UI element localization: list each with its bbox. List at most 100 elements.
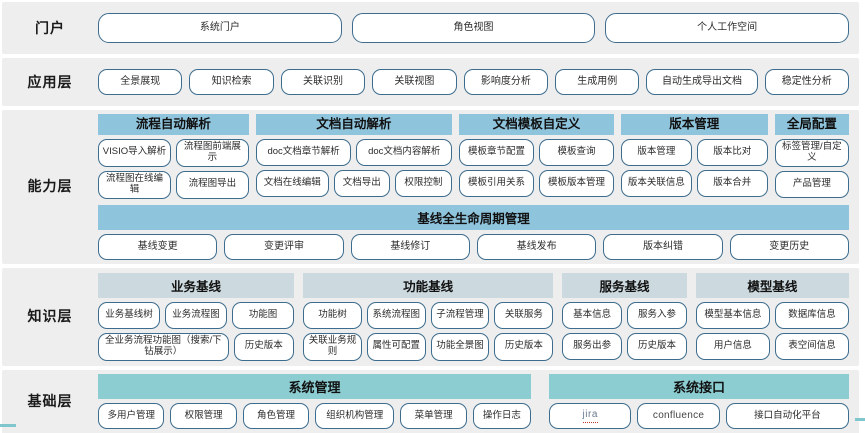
jira-label: jira xyxy=(582,409,598,423)
know-0-r1-1[interactable]: 业务流程图 xyxy=(165,301,228,329)
app-item-0[interactable]: 全景展现 xyxy=(98,69,183,95)
know-1-r2-0[interactable]: 关联业务规则 xyxy=(303,332,362,361)
know-0-r1-0[interactable]: 业务基线树 xyxy=(98,301,161,329)
capability-group-2-row1: 模板章节配置 模板查询 xyxy=(459,139,614,166)
cap-1-r2-1[interactable]: 文档导出 xyxy=(333,170,390,197)
capability-group-version: 版本管理 版本管理 版本比对 版本关联信息 版本合并 xyxy=(620,114,768,199)
lifecycle-item-3[interactable]: 基线发布 xyxy=(476,233,597,260)
cap-1-r2-2[interactable]: 权限控制 xyxy=(394,170,453,197)
capability-group-doc: 文档自动解析 doc文档章节解析 doc文档内容解析 文档在线编辑 文档导出 权… xyxy=(255,114,453,199)
know-3-r1-0[interactable]: 模型基本信息 xyxy=(695,301,770,329)
base-0-item-0[interactable]: 多用户管理 xyxy=(98,403,165,430)
cap-0-r2-1[interactable]: 流程图导出 xyxy=(175,170,249,199)
base-1-item-jira[interactable]: jira xyxy=(549,403,632,430)
base-column-system-interface: 系统接口 jira confluence 接口自动化平台 xyxy=(549,374,850,430)
capability-group-1-row2: 文档在线编辑 文档导出 权限控制 xyxy=(255,170,453,197)
know-0-r2-1[interactable]: 历史版本 xyxy=(233,332,295,361)
know-1-r1-1[interactable]: 系统流程图 xyxy=(366,301,426,329)
knowledge-group-1-row1: 功能树 系统流程图 子流程管理 关联服务 xyxy=(303,301,554,329)
knowledge-group-service: 服务基线 基本信息 服务入参 服务出参 历史版本 xyxy=(562,272,687,361)
know-2-r1-1[interactable]: 服务入参 xyxy=(627,301,687,329)
know-2-r2-0[interactable]: 服务出参 xyxy=(562,332,623,360)
cap-1-r1-0[interactable]: doc文档章节解析 xyxy=(255,139,352,166)
layer-label-capability: 能力层 xyxy=(27,178,73,195)
baseline-lifecycle-title: 基线全生命周期管理 xyxy=(98,204,849,230)
app-item-7[interactable]: 稳定性分析 xyxy=(764,69,849,95)
cap-0-r1-0[interactable]: VISIO导入解析 xyxy=(98,139,171,167)
base-0-item-5[interactable]: 操作日志 xyxy=(472,403,532,430)
base-0-item-4[interactable]: 菜单管理 xyxy=(400,403,467,430)
know-2-r1-0[interactable]: 基本信息 xyxy=(562,301,623,329)
layer-label-application: 应用层 xyxy=(27,73,73,90)
capability-group-global: 全局配置 标签管理/自定义 产品管理 xyxy=(774,114,849,199)
cap-0-r1-1[interactable]: 流程图前端展示 xyxy=(175,139,249,167)
lifecycle-item-2[interactable]: 基线修订 xyxy=(350,233,470,260)
cap-4-r1-0[interactable]: 标签管理/自定义 xyxy=(774,139,849,167)
cap-2-r1-1[interactable]: 模板查询 xyxy=(539,139,614,166)
cap-2-r2-1[interactable]: 模板版本管理 xyxy=(539,170,614,197)
base-1-item-confluence[interactable]: confluence xyxy=(637,403,720,430)
portal-item-2[interactable]: 个人工作空间 xyxy=(605,13,850,43)
base-0-item-2[interactable]: 角色管理 xyxy=(242,403,310,430)
layer-band-base: 基础层 系统管理 多用户管理 权限管理 角色管理 组织机构管理 菜单管理 操作日… xyxy=(2,369,859,433)
know-1-r1-2[interactable]: 子流程管理 xyxy=(430,301,490,329)
know-3-r2-0[interactable]: 用户信息 xyxy=(695,332,770,360)
cap-4-r2-0[interactable]: 产品管理 xyxy=(774,170,849,198)
cap-0-r2-0[interactable]: 流程图在线编辑 xyxy=(98,170,171,199)
lifecycle-item-5[interactable]: 变更历史 xyxy=(729,233,849,260)
knowledge-group-title-1: 功能基线 xyxy=(303,272,554,298)
lifecycle-item-0[interactable]: 基线变更 xyxy=(98,233,218,260)
app-item-4[interactable]: 影响度分析 xyxy=(463,69,549,95)
portal-item-0[interactable]: 系统门户 xyxy=(98,13,342,43)
cap-1-r2-0[interactable]: 文档在线编辑 xyxy=(255,170,329,197)
layer-band-application: 应用层 全景展现 知识检索 关联识别 关联视图 影响度分析 生成用例 自动生成导… xyxy=(2,58,859,106)
cap-2-r2-0[interactable]: 模板引用关系 xyxy=(459,170,535,197)
knowledge-group-3-row2: 用户信息 表空间信息 xyxy=(695,332,850,360)
app-item-2[interactable]: 关联识别 xyxy=(280,69,366,95)
know-2-r2-1[interactable]: 历史版本 xyxy=(627,332,687,360)
cap-3-r2-0[interactable]: 版本关联信息 xyxy=(620,170,692,197)
base-column-system-management: 系统管理 多用户管理 权限管理 角色管理 组织机构管理 菜单管理 操作日志 xyxy=(98,374,532,430)
app-item-5[interactable]: 生成用例 xyxy=(555,69,640,95)
edge-mark-left xyxy=(0,424,16,427)
cap-2-r1-0[interactable]: 模板章节配置 xyxy=(459,139,535,166)
app-item-6[interactable]: 自动生成导出文档 xyxy=(646,69,758,95)
know-3-r1-1[interactable]: 数据库信息 xyxy=(774,301,850,329)
layer-label-knowledge: 知识层 xyxy=(27,308,73,325)
capability-group-4-row2: 产品管理 xyxy=(774,170,849,198)
portal-item-1[interactable]: 角色视图 xyxy=(351,13,596,43)
app-item-3[interactable]: 关联视图 xyxy=(372,69,457,95)
know-1-r1-3[interactable]: 关联服务 xyxy=(494,301,554,329)
base-1-item-api-platform[interactable]: 接口自动化平台 xyxy=(725,403,850,430)
base-body: 系统管理 多用户管理 权限管理 角色管理 组织机构管理 菜单管理 操作日志 系统… xyxy=(98,374,850,430)
knowledge-group-function: 功能基线 功能树 系统流程图 子流程管理 关联服务 关联业务规则 属性可配置 功… xyxy=(303,272,554,361)
knowledge-body: 业务基线 业务基线树 业务流程图 功能图 全业务流程功能图（搜索/下钻展示） 历… xyxy=(98,272,850,361)
cap-1-r1-1[interactable]: doc文档内容解析 xyxy=(356,139,453,166)
baseline-lifecycle-row: 基线变更 变更评审 基线修订 基线发布 版本纠错 变更历史 xyxy=(98,233,849,260)
base-0-item-3[interactable]: 组织机构管理 xyxy=(315,403,395,430)
know-1-r2-1[interactable]: 属性可配置 xyxy=(366,332,426,361)
cap-3-r1-1[interactable]: 版本比对 xyxy=(696,139,768,166)
capability-groups: 流程自动解析 VISIO导入解析 流程图前端展示 流程图在线编辑 流程图导出 文… xyxy=(98,114,849,199)
know-0-r2-0[interactable]: 全业务流程功能图（搜索/下钻展示） xyxy=(98,332,229,361)
capability-group-0-row2: 流程图在线编辑 流程图导出 xyxy=(98,170,249,199)
know-1-r2-2[interactable]: 功能全景图 xyxy=(430,332,490,361)
app-item-1[interactable]: 知识检索 xyxy=(189,69,274,95)
lifecycle-item-4[interactable]: 版本纠错 xyxy=(603,233,723,260)
know-1-r1-0[interactable]: 功能树 xyxy=(303,301,362,329)
knowledge-group-0-row2: 全业务流程功能图（搜索/下钻展示） 历史版本 xyxy=(98,332,295,361)
capability-body: 流程自动解析 VISIO导入解析 流程图前端展示 流程图在线编辑 流程图导出 文… xyxy=(98,114,849,260)
capability-group-flow: 流程自动解析 VISIO导入解析 流程图前端展示 流程图在线编辑 流程图导出 xyxy=(98,114,249,199)
capability-group-4-row1: 标签管理/自定义 xyxy=(774,139,849,167)
lifecycle-item-1[interactable]: 变更评审 xyxy=(224,233,344,260)
confluence-label: confluence xyxy=(652,410,705,422)
know-3-r2-1[interactable]: 表空间信息 xyxy=(774,332,850,360)
know-1-r2-3[interactable]: 历史版本 xyxy=(494,332,554,361)
knowledge-group-title-3: 模型基线 xyxy=(695,272,849,298)
base-0-item-1[interactable]: 权限管理 xyxy=(170,403,237,430)
base-column-0-row: 多用户管理 权限管理 角色管理 组织机构管理 菜单管理 操作日志 xyxy=(98,403,532,430)
know-0-r1-2[interactable]: 功能图 xyxy=(232,301,295,329)
cap-3-r2-1[interactable]: 版本合并 xyxy=(696,170,768,197)
cap-3-r1-0[interactable]: 版本管理 xyxy=(620,139,692,166)
